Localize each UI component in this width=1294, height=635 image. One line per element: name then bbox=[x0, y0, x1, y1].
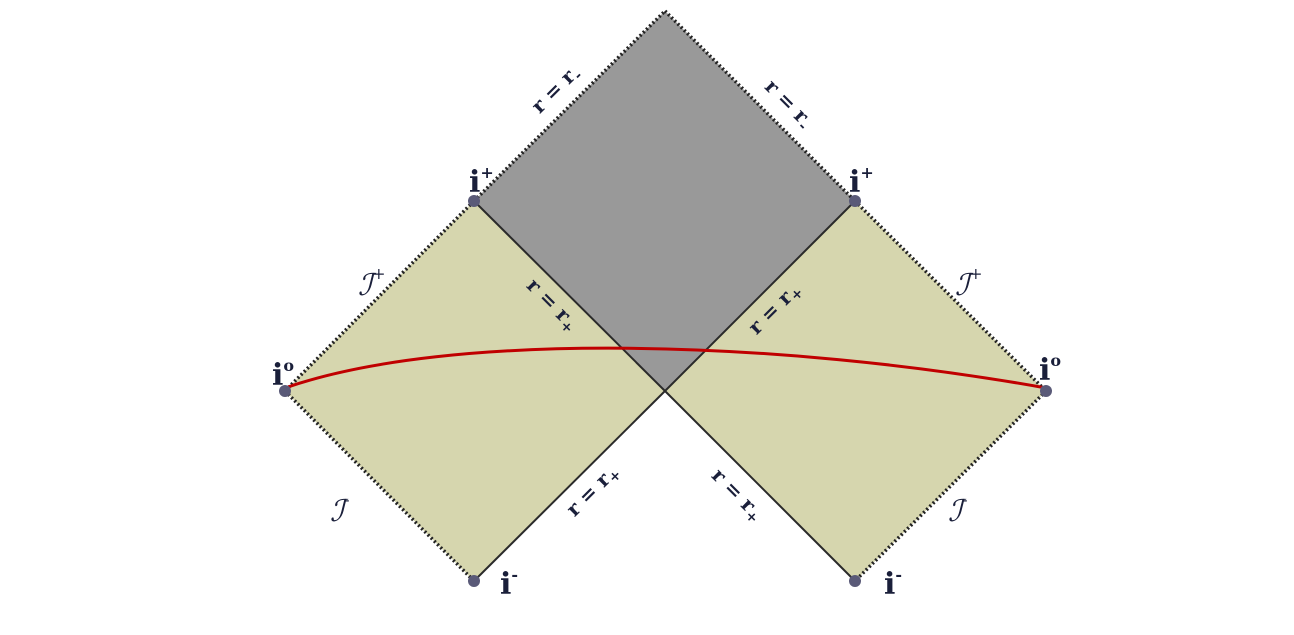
left-exterior-region bbox=[285, 201, 665, 581]
scri-plus-right-sup: + bbox=[969, 264, 982, 283]
i-zero-label-left: io bbox=[272, 356, 294, 393]
spacelike-slice-curve bbox=[284, 346, 1047, 390]
scri-minus-label-left: ℐ- bbox=[330, 490, 350, 529]
i-plus-left-point bbox=[468, 195, 480, 207]
i-zero-left-point bbox=[279, 385, 291, 397]
i-zero-right-sup: o bbox=[1050, 351, 1061, 370]
i-minus-right-point bbox=[849, 575, 861, 587]
i-zero-label-right: io bbox=[1039, 351, 1061, 388]
i-plus-label-right: i+ bbox=[849, 163, 874, 200]
i-plus-label-left: i+ bbox=[469, 163, 494, 200]
scri-minus-label-right: ℐ- bbox=[948, 490, 968, 529]
i-minus-right-sup: - bbox=[895, 565, 902, 584]
i-zero-right-point bbox=[1040, 385, 1052, 397]
horizon-line-right-lower bbox=[664, 390, 856, 582]
i-plus-left-base: i bbox=[469, 165, 480, 200]
i-minus-left-sup: - bbox=[511, 565, 518, 584]
scri-plus-label-right: ℐ+ bbox=[955, 264, 983, 303]
i-minus-right-base: i bbox=[884, 567, 895, 602]
i-minus-left-base: i bbox=[500, 567, 511, 602]
i-minus-label-left: i- bbox=[500, 565, 518, 602]
i-plus-left-sup: + bbox=[480, 163, 493, 182]
i-zero-left-sup: o bbox=[283, 356, 294, 375]
i-minus-left-point bbox=[468, 575, 480, 587]
i-plus-right-base: i bbox=[849, 165, 860, 200]
horizon-line-left-upper bbox=[473, 200, 666, 392]
i-minus-label-right: i- bbox=[884, 565, 902, 602]
horizon-line-left-lower bbox=[473, 390, 666, 582]
i-plus-right-sup: + bbox=[860, 163, 873, 182]
scri-minus-right-sup: - bbox=[962, 490, 967, 509]
i-plus-right-point bbox=[849, 195, 861, 207]
i-zero-left-base: i bbox=[272, 358, 283, 393]
horizon-line-right-upper bbox=[664, 200, 856, 392]
scri-minus-left-sup: - bbox=[344, 490, 349, 509]
scri-plus-left-sup: + bbox=[372, 264, 385, 283]
i-zero-right-base: i bbox=[1039, 353, 1050, 388]
